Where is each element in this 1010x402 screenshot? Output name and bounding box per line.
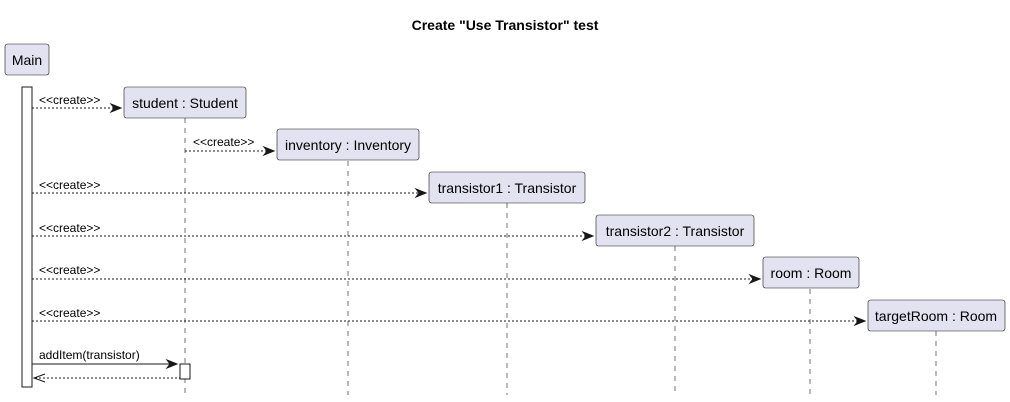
message-create-targetroom: <<create>> [32, 306, 867, 327]
arrow-head [262, 145, 276, 157]
message-create-student: <<create>> [32, 93, 123, 114]
participant-inventory: inventory : Inventory [276, 128, 420, 161]
participant-label: transistor1 : Transistor [438, 180, 577, 196]
arrow-head [853, 315, 867, 327]
participant-student: student : Student [123, 86, 247, 119]
participant-label: targetRoom : Room [875, 308, 997, 324]
participant-label: transistor2 : Transistor [606, 223, 745, 239]
participant-transistor2: transistor2 : Transistor [595, 214, 755, 247]
arrow-head [165, 358, 179, 370]
arrow-head [109, 102, 123, 114]
participant-box [762, 256, 860, 289]
message-label: addItem(transistor) [39, 348, 140, 362]
participant-label: Main [12, 52, 42, 68]
arrow-head [748, 273, 762, 285]
participant-label: inventory : Inventory [285, 137, 411, 153]
participant-box [276, 128, 420, 161]
participant-targetroom: targetRoom : Room [867, 299, 1006, 332]
diagram-title: Create "Use Transistor" test [412, 17, 599, 33]
message-label: <<create>> [39, 178, 100, 192]
participant-box [867, 299, 1006, 332]
participant-main: Main [4, 43, 50, 76]
main-activation-bar [21, 86, 33, 388]
lifelines [184, 118, 937, 395]
participant-label: student : Student [132, 95, 238, 111]
message-return [32, 373, 180, 383]
message-label: <<create>> [39, 93, 100, 107]
message-create-transistor2: <<create>> [32, 221, 595, 242]
participant-box [595, 214, 755, 247]
participant-box [428, 171, 586, 204]
message-label: <<create>> [193, 135, 254, 149]
student-activation-bar [179, 363, 191, 380]
message-create-inventory: <<create>> [185, 135, 276, 157]
arrow-head-open [32, 373, 46, 383]
message-label: <<create>> [39, 263, 100, 277]
participant-box [4, 43, 50, 76]
message-create-room: <<create>> [32, 263, 762, 285]
participant-label: room : Room [771, 265, 852, 281]
arrow-head [581, 230, 595, 242]
participant-transistor1: transistor1 : Transistor [428, 171, 586, 204]
message-create-transistor1: <<create>> [32, 178, 428, 199]
message-label: <<create>> [39, 221, 100, 235]
participant-box [123, 86, 247, 119]
message-additem: addItem(transistor) [32, 348, 179, 370]
participant-room: room : Room [762, 256, 860, 289]
message-label: <<create>> [39, 306, 100, 320]
arrow-head [414, 187, 428, 199]
